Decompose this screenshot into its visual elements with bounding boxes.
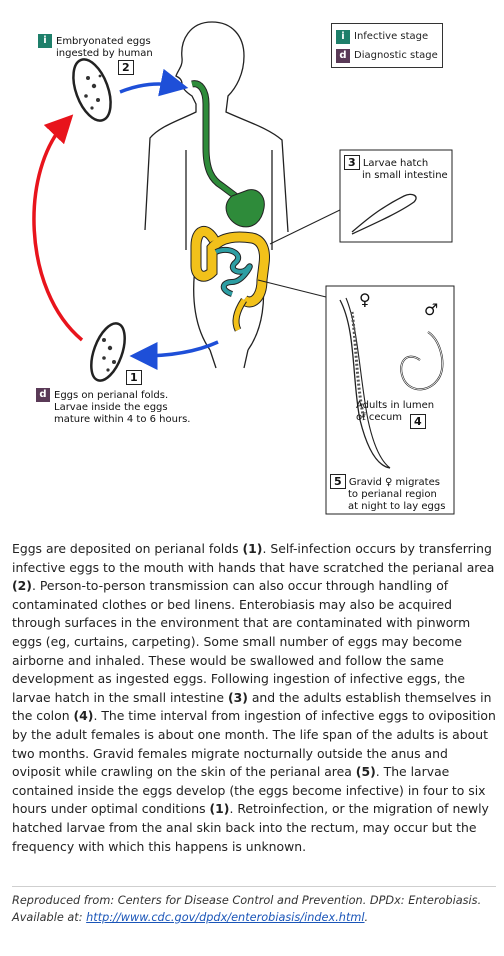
stage-reference: (1)	[209, 801, 230, 817]
female-symbol: ♀	[359, 290, 371, 309]
description-text: . The time interval from ingestion of in…	[12, 708, 496, 780]
stage1-label: d Eggs on perianal folds. Larvae inside t…	[36, 388, 190, 426]
stage2-number: 2	[118, 60, 134, 75]
callout-line-stage4	[257, 279, 331, 299]
stage1-line3: mature within 4 to 6 hours.	[54, 414, 191, 425]
description-text: . The larvae contained inside the eggs d…	[12, 764, 486, 817]
red-arrow-cycle	[32, 114, 84, 342]
human-body-outline	[144, 21, 289, 369]
infective-stage-badge: i	[38, 34, 52, 48]
reference-text: Reproduced from: Centers for Disease Con…	[12, 894, 482, 924]
stage1-line1: Eggs on perianal folds.	[54, 390, 169, 401]
stage2-line2: ingested by human	[56, 48, 153, 59]
life-cycle-diagram: i Infective stage d Diagnostic stage i Em…	[32, 21, 455, 515]
stage3-line1: Larvae hatch	[362, 158, 429, 169]
stage1-line2: Larvae inside the eggs	[54, 402, 168, 413]
stage5-line3: at night to lay eggs	[348, 501, 446, 512]
diagnostic-stage-badge: d	[336, 48, 350, 63]
stage-reference: (5)	[355, 764, 376, 780]
digestive-tract	[190, 80, 270, 332]
reference-citation: Reproduced from: Centers for Disease Con…	[12, 892, 496, 926]
blue-arrow-to-mouth	[119, 68, 189, 97]
stage-reference: (4)	[73, 708, 94, 724]
description-text: Eggs are deposited on perianal folds	[12, 541, 243, 556]
female-worm-drawing	[339, 299, 391, 469]
stage-reference: (2)	[12, 578, 32, 594]
life-cycle-description: Eggs are deposited on perianal folds (1)…	[12, 540, 496, 856]
stage3-number: 3	[344, 155, 360, 170]
reference-suffix: .	[364, 911, 369, 924]
stage2-label: i Embryonated eggs ingested by human	[38, 34, 153, 60]
blue-arrow-to-egg	[129, 340, 219, 370]
description-text: and the adults establish themselves in t…	[12, 689, 492, 724]
stage4-line1: Adults in lumen	[356, 400, 435, 411]
reference-link[interactable]: http://www.cdc.gov/dpdx/enterobiasis/ind…	[86, 911, 365, 924]
stage1-number: 1	[126, 370, 142, 385]
egg-stage1-drawing	[90, 322, 126, 382]
adults-box	[325, 285, 455, 515]
stage2-line1: Embryonated eggs	[56, 36, 151, 47]
stage4-line2: of cecum	[356, 412, 403, 423]
stage4-label: Adults in lumen of cecum	[356, 400, 434, 424]
egg-stage2-drawing	[72, 58, 112, 122]
stage3-line2: in small intestine	[362, 170, 448, 181]
male-symbol: ♂	[424, 300, 439, 319]
description-text: . Retroinfection, or the migration of ne…	[12, 801, 489, 854]
life-cycle-illustration	[32, 21, 455, 515]
stage4-number: 4	[410, 414, 426, 429]
larva-drawing	[351, 193, 417, 235]
legend-box: i Infective stage d Diagnostic stage	[331, 23, 443, 68]
stage5-line1: Gravid ♀ migrates	[348, 477, 440, 488]
legend-infective-label: Infective stage	[354, 31, 429, 42]
infective-stage-badge: i	[336, 29, 350, 44]
stage3-label: 3 Larvae hatch in small intestine	[344, 155, 448, 182]
description-text: . Person-to-person transmission can also…	[12, 578, 471, 705]
reference-divider	[12, 886, 496, 887]
diagnostic-stage-badge: d	[36, 388, 50, 402]
stage-reference: (3)	[227, 689, 248, 705]
stage5-number: 5	[330, 474, 346, 489]
description-text: . Self-infection occurs by transferring …	[12, 541, 495, 575]
stage5-line2: to perianal region	[348, 489, 437, 500]
stage-reference: (1)	[242, 541, 263, 556]
callout-line-stage3	[269, 207, 345, 245]
stage5-label: 5 Gravid ♀ migrates to perianal region a…	[330, 474, 445, 513]
legend-diagnostic-label: Diagnostic stage	[354, 50, 438, 61]
